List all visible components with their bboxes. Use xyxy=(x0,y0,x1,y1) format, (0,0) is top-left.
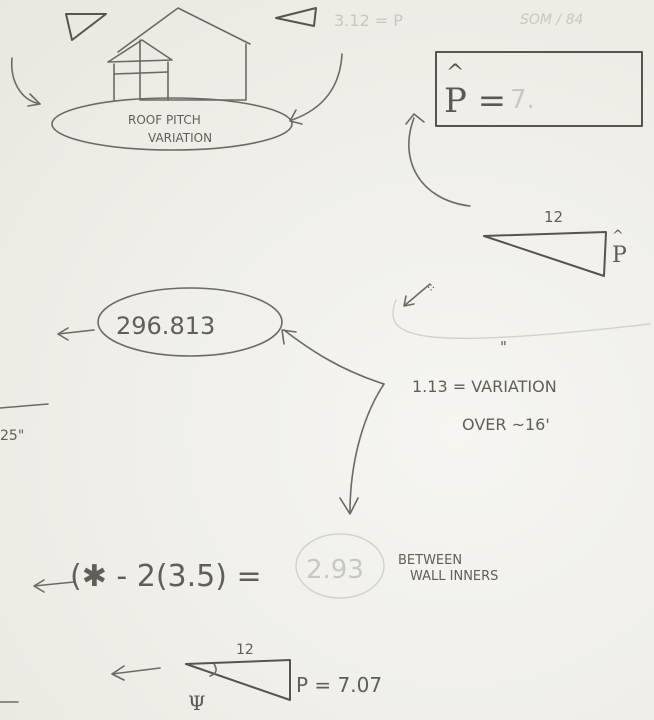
small-triangle-left xyxy=(65,13,107,41)
equation-arrow xyxy=(33,579,75,593)
top-corner-note: SOM / 84 xyxy=(520,12,583,28)
bottom-arrow xyxy=(111,665,161,681)
pitch-triangle-top xyxy=(483,231,607,277)
p-hat-caret: ^ xyxy=(446,61,464,86)
small-arrow xyxy=(403,283,431,307)
arrow-to-box-head xyxy=(405,113,425,125)
triangle-top-run: 12 xyxy=(544,208,563,226)
roof-note-line1: ROOF PITCH xyxy=(128,113,201,127)
between-line1: BETWEEN xyxy=(398,553,462,568)
arrow-down-curve xyxy=(349,383,385,513)
arrow-to-box xyxy=(408,117,471,207)
p-hat-value: 7. xyxy=(510,85,535,115)
equation-result: 2.93 xyxy=(306,555,364,585)
triangle-top-rise: P xyxy=(612,243,627,268)
svg-text:⁘: ⁘ xyxy=(426,281,436,295)
roof-note-oval xyxy=(51,97,293,151)
house-drawing xyxy=(107,7,251,101)
measurement-oval xyxy=(97,287,283,357)
ditto-mark: " xyxy=(500,338,507,356)
p-hat-box xyxy=(435,51,643,127)
arrow-left-head xyxy=(27,93,41,107)
arrow-left-curve xyxy=(10,57,41,105)
arrow-up-to-oval-head xyxy=(281,329,297,345)
pitch-triangle-bottom xyxy=(185,659,291,701)
top-formula: 3.12 = P xyxy=(334,11,403,30)
result-oval xyxy=(295,533,385,599)
between-line2: WALL INNERS xyxy=(410,569,498,584)
roof-note-line2: VARIATION xyxy=(148,131,212,145)
triangle-bottom-formula: P = 7.07 xyxy=(296,673,382,697)
right-bracket-curve xyxy=(392,299,651,340)
triangle-bottom-run: 12 xyxy=(236,642,254,658)
variation-line2: OVER ~16' xyxy=(462,415,550,434)
p-hat-label: P = xyxy=(444,81,506,121)
small-triangle-right xyxy=(275,7,317,27)
variation-line1: 1.13 = VARIATION xyxy=(412,377,557,396)
arrow-right-head xyxy=(289,109,303,125)
arrow-up-to-oval xyxy=(283,329,385,385)
triangle-bottom-angle: Ψ xyxy=(188,691,206,715)
measurement-arrow xyxy=(57,327,95,341)
measurement-left: 25" xyxy=(0,428,24,444)
arrow-right-curve xyxy=(291,53,343,121)
arrow-down-head xyxy=(339,497,359,515)
svg-text:^: ^ xyxy=(612,228,624,244)
equation-left: (✱ - 2(3.5) = xyxy=(70,559,262,594)
measurement-value: 296.813 xyxy=(116,312,215,340)
